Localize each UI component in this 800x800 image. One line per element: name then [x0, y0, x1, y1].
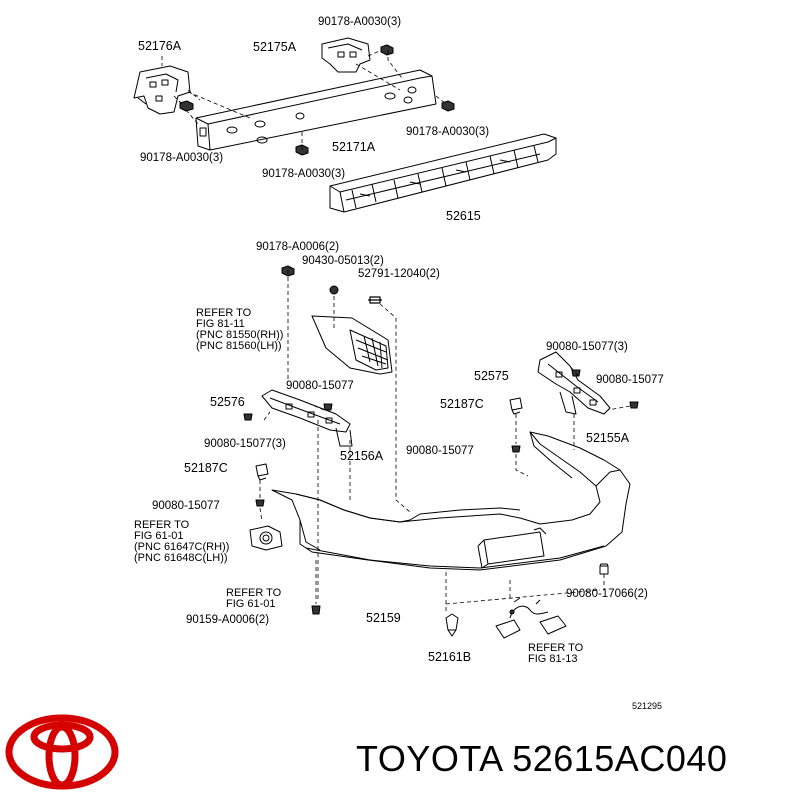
label-90178-top: 90178-A0030(3)	[318, 16, 402, 28]
nut-left	[179, 100, 194, 112]
label-52615: 52615	[446, 209, 481, 223]
label-52175A: 52175A	[253, 40, 297, 54]
bracket-52175A	[321, 37, 371, 73]
retainer-52576	[261, 389, 353, 447]
license-lamp-wiring	[495, 597, 567, 639]
label-90080-left-top: 90080-15077	[286, 380, 354, 392]
fog-lamp-shape	[249, 525, 283, 551]
label-90178-mid: 90178-A0030(3)	[262, 168, 346, 180]
label-90080-left-3: 90080-15077(3)	[204, 438, 286, 450]
lamp-shape	[311, 315, 393, 375]
nut-top	[380, 44, 394, 56]
refer-lamp-line3: (PNC 81550(RH))	[196, 329, 284, 341]
retainer-52575	[537, 351, 611, 415]
nut-90430	[329, 285, 339, 295]
label-52576: 52576	[210, 395, 245, 409]
label-90430: 90430-05013(2)	[302, 255, 384, 267]
refer-fog-line2: FIG 61-01	[134, 530, 184, 542]
screw-90080-17066	[599, 563, 609, 575]
screw-52791	[368, 296, 382, 304]
nut-right	[441, 100, 455, 112]
retainer-52187C-left	[255, 463, 269, 481]
label-52575: 52575	[474, 369, 509, 383]
label-52155A: 52155A	[586, 431, 630, 445]
clip-90159	[311, 605, 321, 615]
screw-center	[511, 445, 521, 453]
refer-lamp-line2: FIG 81-11	[196, 318, 245, 330]
screw-left-low	[255, 499, 265, 507]
refer-lamp-line1: REFER TO	[196, 307, 252, 319]
label-90080-left-low: 90080-15077	[152, 500, 220, 512]
label-90178-right: 90178-A0030(3)	[406, 126, 490, 138]
refer-fog-line1: REFER TO	[134, 519, 190, 531]
clip-left-3	[243, 413, 253, 421]
bumper-cover-52159	[271, 431, 631, 571]
refer-8113-line1: REFER TO	[528, 642, 584, 654]
clip-right-mid	[629, 401, 639, 409]
label-52161B: 52161B	[428, 650, 472, 664]
diagram-code: 521295	[632, 701, 663, 711]
label-52791: 52791-12040(2)	[358, 268, 440, 280]
absorber-52615	[329, 133, 557, 213]
retainer-52187C-right	[509, 397, 523, 415]
refer-8113-line2: FIG 81-13	[528, 653, 578, 665]
toyota-logo	[5, 714, 119, 790]
refer-fog-line4: (PNC 61648C(LH))	[134, 552, 228, 564]
refer-fog-line3: (PNC 61647C(RH))	[134, 541, 230, 553]
label-90178-A0006: 90178-A0006(2)	[256, 241, 340, 253]
label-90080-center: 90080-15077	[406, 445, 474, 457]
label-52187C-left: 52187C	[184, 461, 228, 475]
label-52187C-right: 52187C	[440, 397, 484, 411]
refer-6101-line1: REFER TO	[226, 587, 282, 599]
bracket-52176A	[133, 65, 191, 115]
label-90080-17066: 90080-17066(2)	[566, 588, 648, 600]
reinforcement-52171A	[195, 69, 437, 151]
label-90178-left: 90178-A0030(3)	[140, 152, 224, 164]
refer-lamp-line4: (PNC 81560(LH))	[196, 340, 282, 352]
clip-52161B	[445, 613, 459, 637]
label-52171A: 52171A	[332, 140, 376, 154]
label-52156A: 52156A	[340, 449, 384, 463]
label-90080-right-mid: 90080-15077	[596, 374, 664, 386]
label-90159: 90159-A0006(2)	[186, 614, 270, 626]
refer-6101-line2: FIG 61-01	[226, 598, 276, 610]
label-52176A: 52176A	[138, 39, 182, 53]
brand-part-number: TOYOTA 52615AC040	[356, 738, 728, 779]
clip-left-top	[323, 403, 333, 411]
label-52159: 52159	[366, 611, 401, 625]
label-90080-right-top: 90080-15077(3)	[546, 341, 628, 353]
